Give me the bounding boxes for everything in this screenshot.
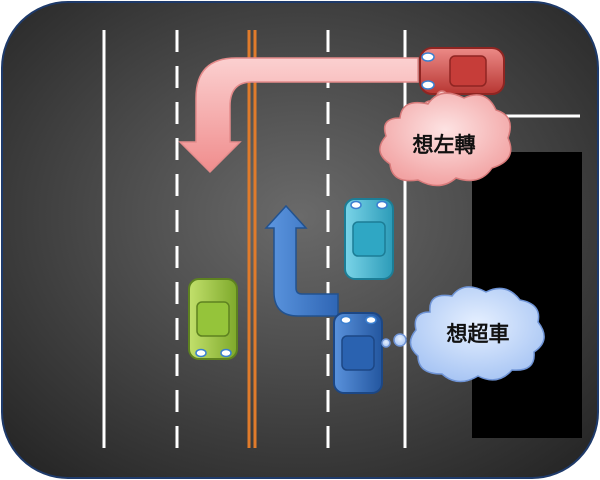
red-car: [419, 47, 505, 95]
headlight: [220, 348, 232, 358]
blue-car: [333, 312, 383, 394]
headlight: [421, 80, 435, 90]
left-turn-thought-bubble: 想左轉: [379, 90, 512, 187]
left-turn-label: 想左轉: [413, 133, 476, 157]
overtake-label: 想超車: [447, 322, 510, 346]
headlight: [421, 52, 435, 62]
cyan-car: [344, 198, 394, 280]
headlight: [376, 200, 388, 210]
left-turn-arrow: [178, 57, 419, 174]
headlight: [195, 348, 207, 358]
headlight: [350, 200, 362, 210]
overtake-thought-bubble: 想超車: [381, 286, 545, 383]
headlight: [365, 315, 377, 325]
green-car: [188, 278, 238, 360]
headlight: [340, 315, 352, 325]
overtake-arrow: [264, 204, 339, 317]
